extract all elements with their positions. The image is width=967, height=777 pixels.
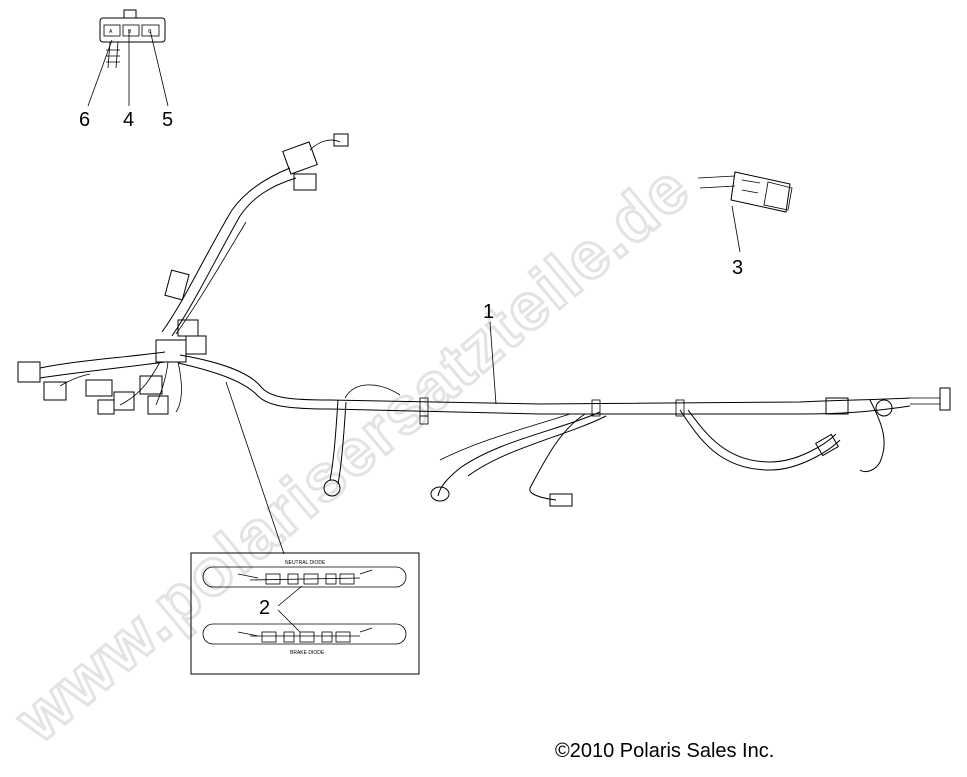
connector-detail: A B C	[87, 9, 169, 107]
copyright-text: ©2010 Polaris Sales Inc.	[555, 740, 775, 762]
part-3-module	[697, 171, 793, 253]
callout-5: 5	[162, 109, 173, 131]
callout-6: 6	[79, 109, 90, 131]
watermark: www.polarisersatzteile.de	[0, 148, 705, 758]
pin-label-b: B	[128, 29, 132, 35]
pin-label-c: C	[148, 29, 152, 35]
callout-1: 1	[483, 301, 494, 323]
diode-inset: NEUTRAL DIODE BRAKE DIODE	[190, 552, 420, 675]
inset-top-caption: NEUTRAL DIODE	[285, 560, 326, 566]
callout-4: 4	[123, 109, 134, 131]
callout-3: 3	[732, 257, 743, 279]
callout-2: 2	[259, 597, 270, 619]
pin-label-a: A	[109, 29, 113, 35]
main-harness	[17, 133, 951, 555]
svg-text:www.polarisersatzteile.de: www.polarisersatzteile.de	[1, 150, 704, 757]
inset-bottom-caption: BRAKE DIODE	[290, 650, 325, 656]
